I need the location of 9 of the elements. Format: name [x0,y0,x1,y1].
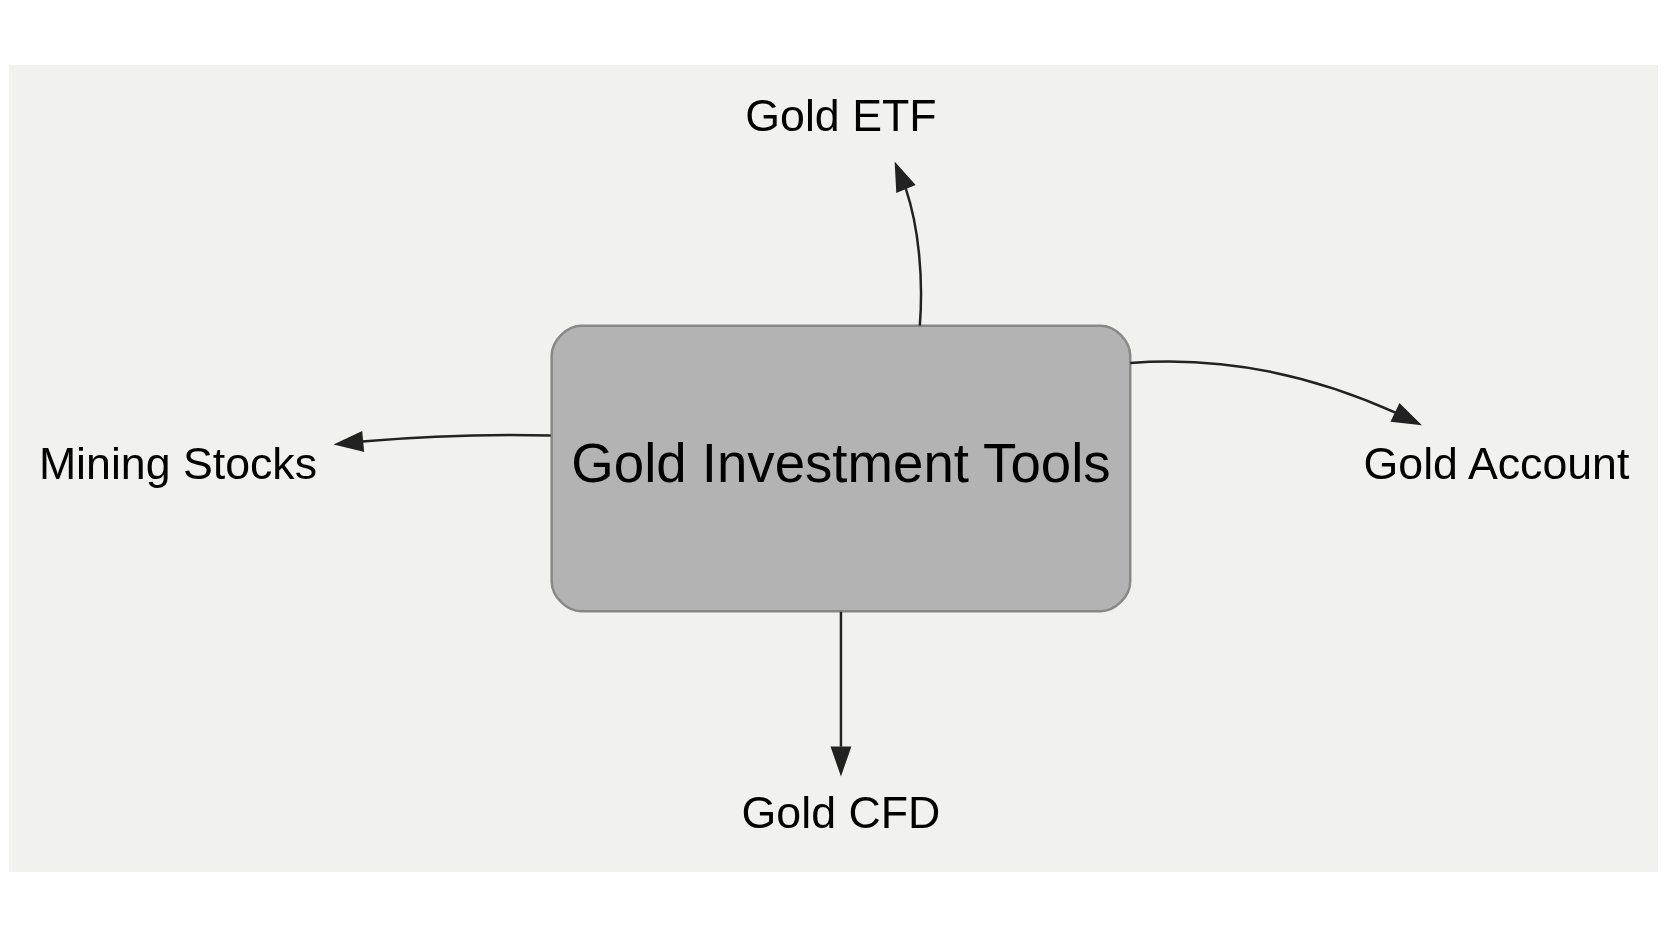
node-text: Gold Account [1363,439,1629,489]
arrow [1129,360,1422,426]
node-text: Gold CFD [741,788,940,838]
arrow [894,161,922,326]
node-text: Mining Stocks [38,439,317,489]
arrow [333,431,551,452]
node-text: Gold ETF [744,90,937,140]
arrow [830,611,851,777]
node-box: Gold Investment Tools [549,324,1131,613]
